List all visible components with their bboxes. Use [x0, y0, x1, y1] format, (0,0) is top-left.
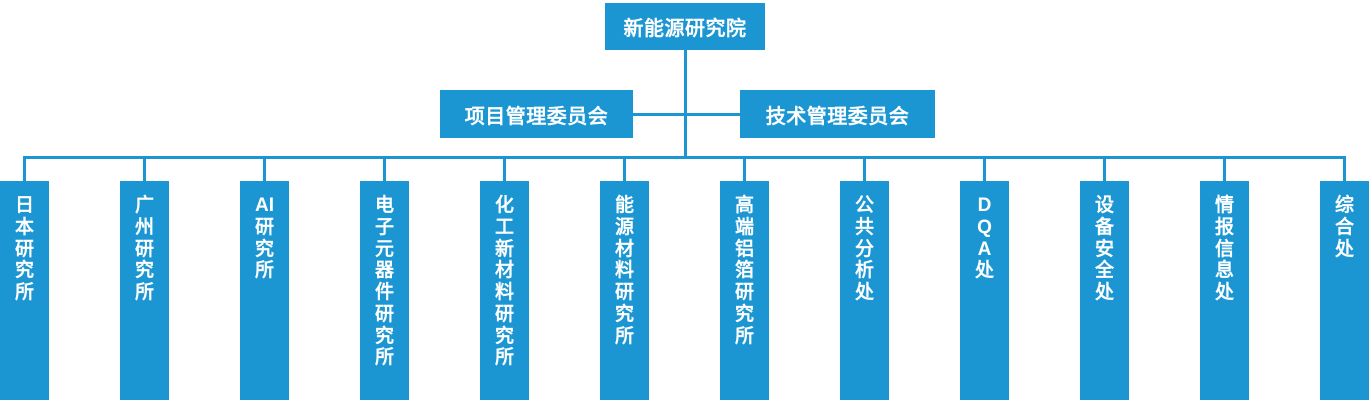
org-node-dept-6: 能 源 材 料 研 究 所 [600, 181, 649, 400]
org-node-dept-2: 广 州 研 究 所 [120, 181, 169, 400]
dept-label: 日 本 研 究 所 [14, 195, 34, 303]
connector-stub-5 [503, 156, 506, 181]
org-node-dept-11: 情 报 信 息 处 [1200, 181, 1249, 400]
dept-label: AI 研 究 所 [254, 195, 274, 282]
dept-label: 化 工 新 材 料 研 究 所 [494, 195, 514, 369]
connector-stub-10 [1103, 156, 1106, 181]
dept-label: 公 共 分 析 处 [854, 195, 874, 303]
connector-stub-9 [983, 156, 986, 181]
org-node-dept-3: AI 研 究 所 [240, 181, 289, 400]
connector-stub-8 [863, 156, 866, 181]
dept-label: 情 报 信 息 处 [1214, 195, 1234, 303]
org-node-dept-12: 综 合 处 [1320, 181, 1369, 400]
connector-trunk [683, 50, 687, 158]
connector-stub-4 [383, 156, 386, 181]
connector-stub-11 [1223, 156, 1226, 181]
dept-label: 广 州 研 究 所 [134, 195, 154, 303]
connector-stub-12 [1343, 156, 1346, 181]
connector-distributor [23, 156, 1346, 159]
org-node-dept-1: 日 本 研 究 所 [0, 181, 49, 400]
org-node-committee-project: 项目管理委员会 [440, 90, 633, 138]
org-node-committee-technology: 技术管理委员会 [740, 90, 935, 138]
dept-label: D Q A 处 [974, 195, 994, 282]
connector-stub-2 [143, 156, 146, 181]
org-node-dept-4: 电 子 元 器 件 研 究 所 [360, 181, 409, 400]
connector-stub-6 [623, 156, 626, 181]
connector-committee-link [633, 113, 740, 116]
dept-label: 能 源 材 料 研 究 所 [614, 195, 634, 347]
org-node-root: 新能源研究院 [605, 3, 765, 50]
dept-label: 电 子 元 器 件 研 究 所 [374, 195, 394, 369]
dept-label: 高 端 铝 箔 研 究 所 [734, 195, 754, 347]
dept-label: 综 合 处 [1334, 195, 1354, 260]
connector-stub-7 [743, 156, 746, 181]
connector-stub-1 [23, 156, 26, 181]
org-node-dept-10: 设 备 安 全 处 [1080, 181, 1129, 400]
org-node-dept-9: D Q A 处 [960, 181, 1009, 400]
org-node-dept-8: 公 共 分 析 处 [840, 181, 889, 400]
dept-label: 设 备 安 全 处 [1094, 195, 1114, 303]
org-node-dept-5: 化 工 新 材 料 研 究 所 [480, 181, 529, 400]
org-node-dept-7: 高 端 铝 箔 研 究 所 [720, 181, 769, 400]
connector-stub-3 [263, 156, 266, 181]
